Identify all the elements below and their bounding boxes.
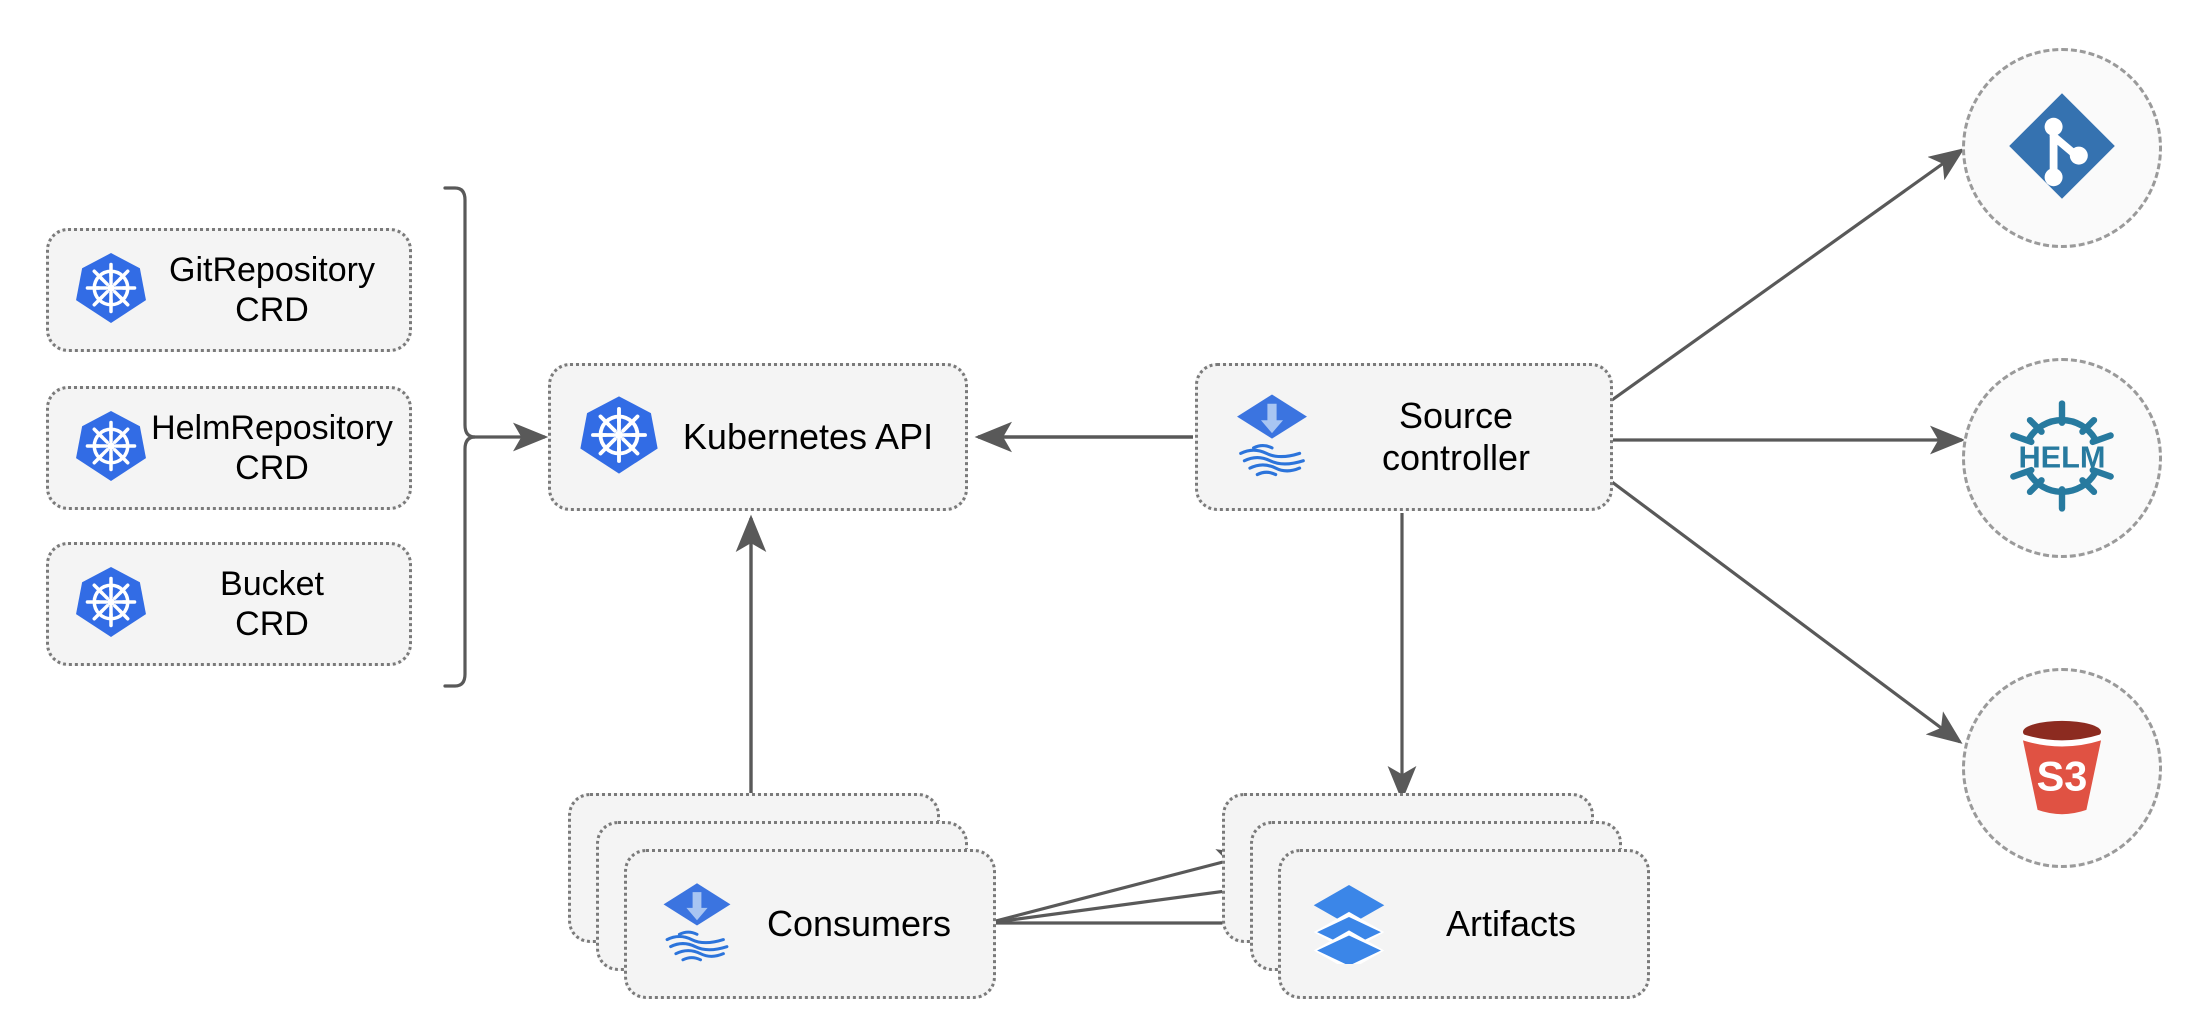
edge-controller-to-s3 xyxy=(1611,480,1963,744)
s3-wordmark: S3 xyxy=(2037,752,2088,799)
flux-icon xyxy=(653,878,741,971)
source-controller-label: Source controller xyxy=(1381,394,1531,478)
helm-wordmark: HELM xyxy=(2018,439,2105,474)
helmrepository-crd-label: HelmRepository CRD xyxy=(151,408,393,487)
crd-group-bracket xyxy=(443,186,476,688)
gitrepository-crd[interactable]: GitRepository CRD xyxy=(46,228,412,352)
source-controller-node[interactable]: Source controller xyxy=(1195,363,1613,511)
git-icon xyxy=(2002,86,2122,211)
helm-source-circle[interactable]: HELM xyxy=(1962,358,2162,558)
consumers-stack[interactable]: Consumers xyxy=(568,793,1008,1008)
edge-controller-to-git xyxy=(1611,148,1965,402)
kubernetes-icon xyxy=(73,250,149,331)
git-source-circle[interactable] xyxy=(1962,48,2162,248)
artifacts-node[interactable]: Artifacts xyxy=(1278,849,1650,999)
bucket-crd[interactable]: Bucket CRD xyxy=(46,542,412,666)
bucket-crd-label: Bucket CRD xyxy=(220,564,324,643)
edge-consumers-to-artifacts-1 xyxy=(987,849,1254,925)
layers-icon xyxy=(1307,880,1391,971)
kubernetes-icon xyxy=(73,564,149,645)
artifacts-label: Artifacts xyxy=(1445,903,1577,944)
consumers-node[interactable]: Consumers xyxy=(624,849,996,999)
s3-source-circle[interactable]: S3 xyxy=(1962,668,2162,868)
helmrepository-crd[interactable]: HelmRepository CRD xyxy=(46,386,412,510)
helm-icon: HELM xyxy=(1998,392,2126,525)
kubernetes-icon xyxy=(577,393,661,482)
kubernetes-icon xyxy=(73,408,149,489)
kubernetes-api-label: Kubernetes API xyxy=(682,415,934,457)
s3-icon: S3 xyxy=(2001,705,2123,832)
consumers-label: Consumers xyxy=(766,903,952,944)
gitrepository-crd-label: GitRepository CRD xyxy=(169,250,375,329)
kubernetes-api-node[interactable]: Kubernetes API xyxy=(548,363,968,511)
artifacts-stack[interactable]: Artifacts xyxy=(1222,793,1662,1008)
flux-icon xyxy=(1226,389,1318,486)
